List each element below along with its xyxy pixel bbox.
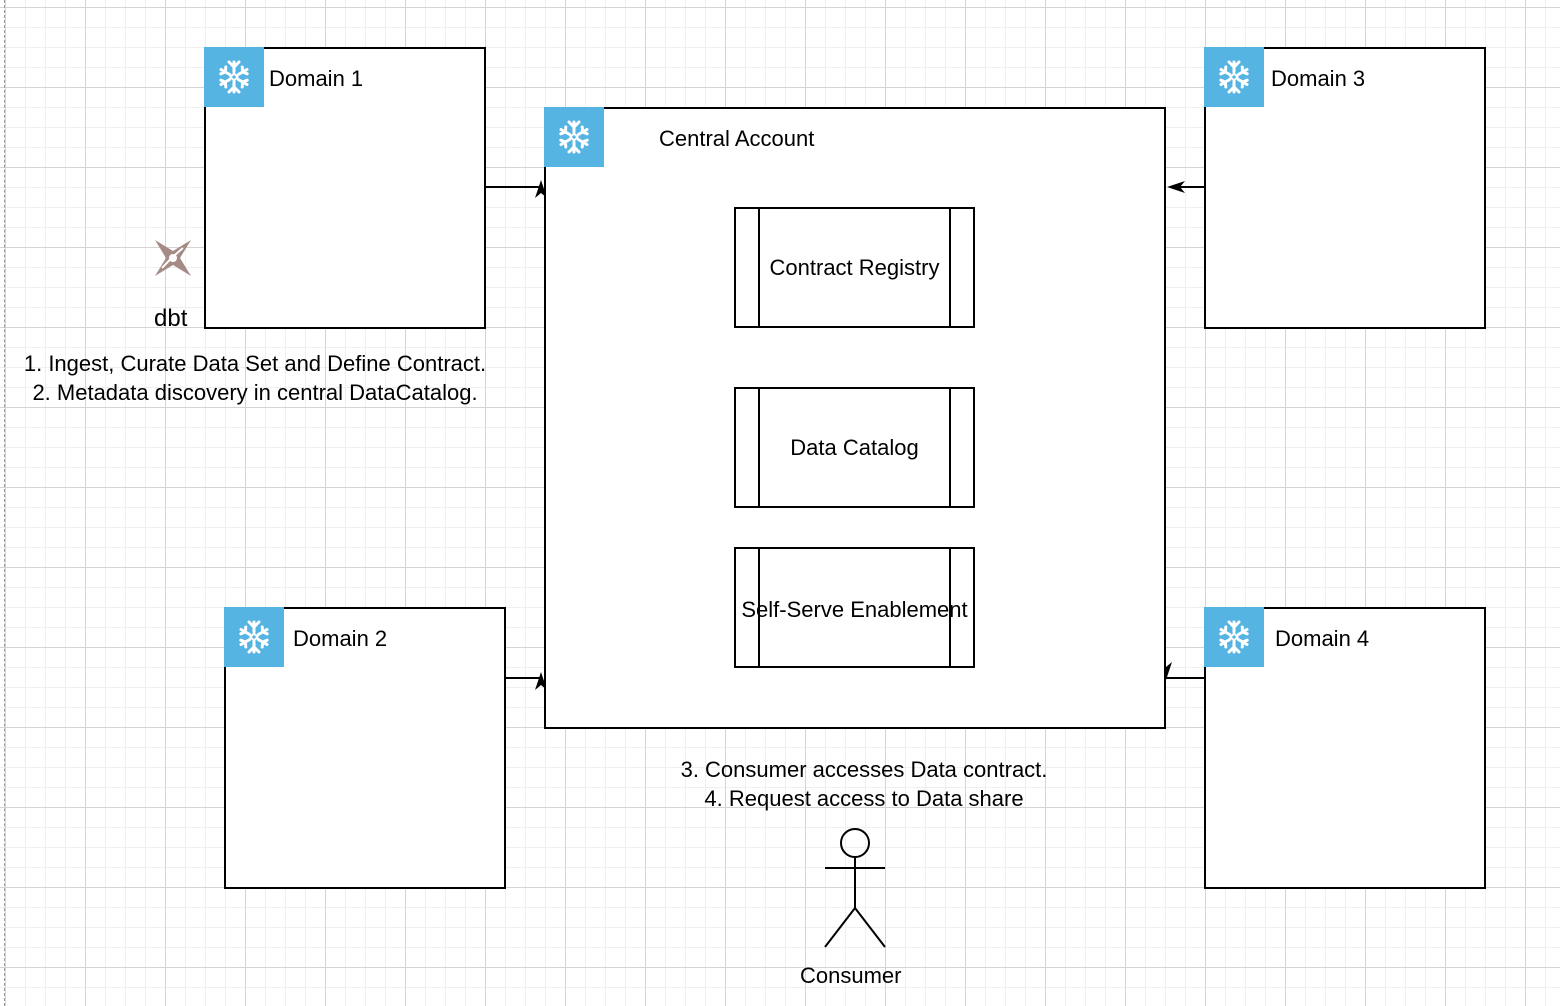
page-left-guide	[4, 0, 5, 1006]
consumer-steps-note: 3. Consumer accesses Data contract. 4. R…	[614, 755, 1114, 813]
stick-figure-icon[interactable]	[820, 825, 890, 951]
self-serve-enablement-box[interactable]: Self-Serve Enablement	[734, 547, 975, 668]
connector-domain1-central	[485, 186, 542, 189]
snowflake-icon	[204, 47, 264, 107]
arrowhead-domain3	[1167, 181, 1185, 193]
contract-registry-label: Contract Registry	[769, 254, 940, 280]
central-account-title: Central Account	[659, 126, 815, 151]
consumer-step-3: 3. Consumer accesses Data contract.	[680, 757, 1048, 782]
snowflake-icon	[224, 607, 284, 667]
domain-1-label: Domain 1	[269, 66, 364, 91]
contract-registry-box[interactable]: Contract Registry	[734, 207, 975, 328]
data-catalog-label: Data Catalog	[790, 434, 919, 460]
producer-step-2: 2. Metadata discovery in central DataCat…	[32, 380, 478, 405]
self-serve-enablement-label: Self-Serve Enablement	[741, 597, 968, 622]
domain-4-label: Domain 4	[1275, 626, 1370, 651]
dbt-label: dbt	[154, 305, 188, 332]
domain-3-label: Domain 3	[1271, 66, 1366, 91]
snowflake-icon	[544, 107, 604, 167]
producer-step-1: 1. Ingest, Curate Data Set and Define Co…	[23, 351, 487, 376]
producer-steps-note: 1. Ingest, Curate Data Set and Define Co…	[0, 349, 510, 407]
domain-2-label: Domain 2	[293, 626, 388, 651]
dbt-logo-icon	[155, 240, 191, 276]
connector-domain4-central	[1165, 670, 1205, 679]
snowflake-icon	[1204, 47, 1264, 107]
data-catalog-box[interactable]: Data Catalog	[734, 387, 975, 508]
consumer-label: Consumer	[800, 963, 902, 988]
snowflake-icon	[1204, 607, 1264, 667]
consumer-step-4: 4. Request access to Data share	[704, 786, 1024, 811]
connector-domain2-central	[505, 677, 542, 680]
